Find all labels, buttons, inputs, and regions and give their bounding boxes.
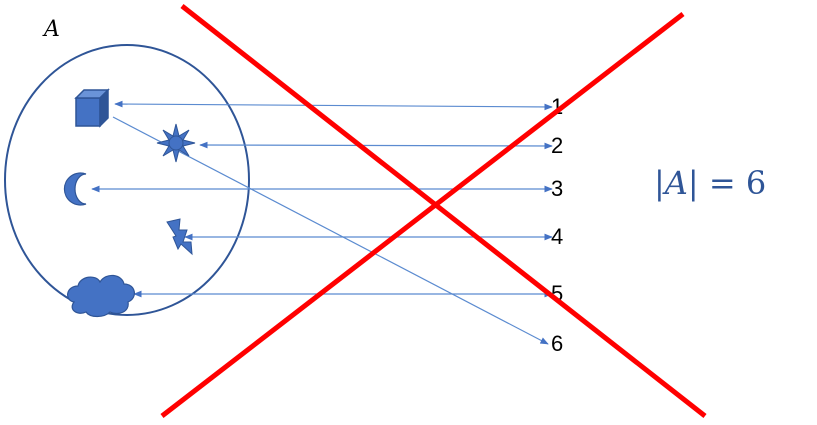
cardinality-value: 6	[746, 164, 766, 202]
set-label: A	[42, 17, 60, 42]
number-label-6: 6	[551, 331, 563, 356]
arrow-cube-to-6	[112, 116, 549, 345]
cardinality-formula: |A| = 6	[654, 164, 766, 202]
moon-icon	[63, 172, 87, 206]
arrow-cube-to-1	[114, 100, 553, 111]
number-label-3: 3	[551, 176, 563, 201]
cardinality-set-name: A	[662, 164, 688, 202]
cube-icon	[74, 88, 110, 128]
cardinality-bar-right: |	[688, 164, 699, 202]
number-label-2: 2	[551, 133, 563, 158]
arrow-sun-to-2	[199, 141, 553, 150]
set-ellipse	[4, 44, 250, 316]
cloud-icon	[67, 274, 135, 318]
cardinality-equals: =	[699, 164, 746, 202]
cross-stroke-2	[160, 12, 685, 418]
number-label-4: 4	[551, 224, 563, 249]
cross-stroke-1	[180, 4, 707, 418]
sun-icon	[156, 123, 196, 163]
cardinality-bar-left: |	[654, 164, 665, 202]
lightning-bolt-icon	[166, 218, 193, 256]
